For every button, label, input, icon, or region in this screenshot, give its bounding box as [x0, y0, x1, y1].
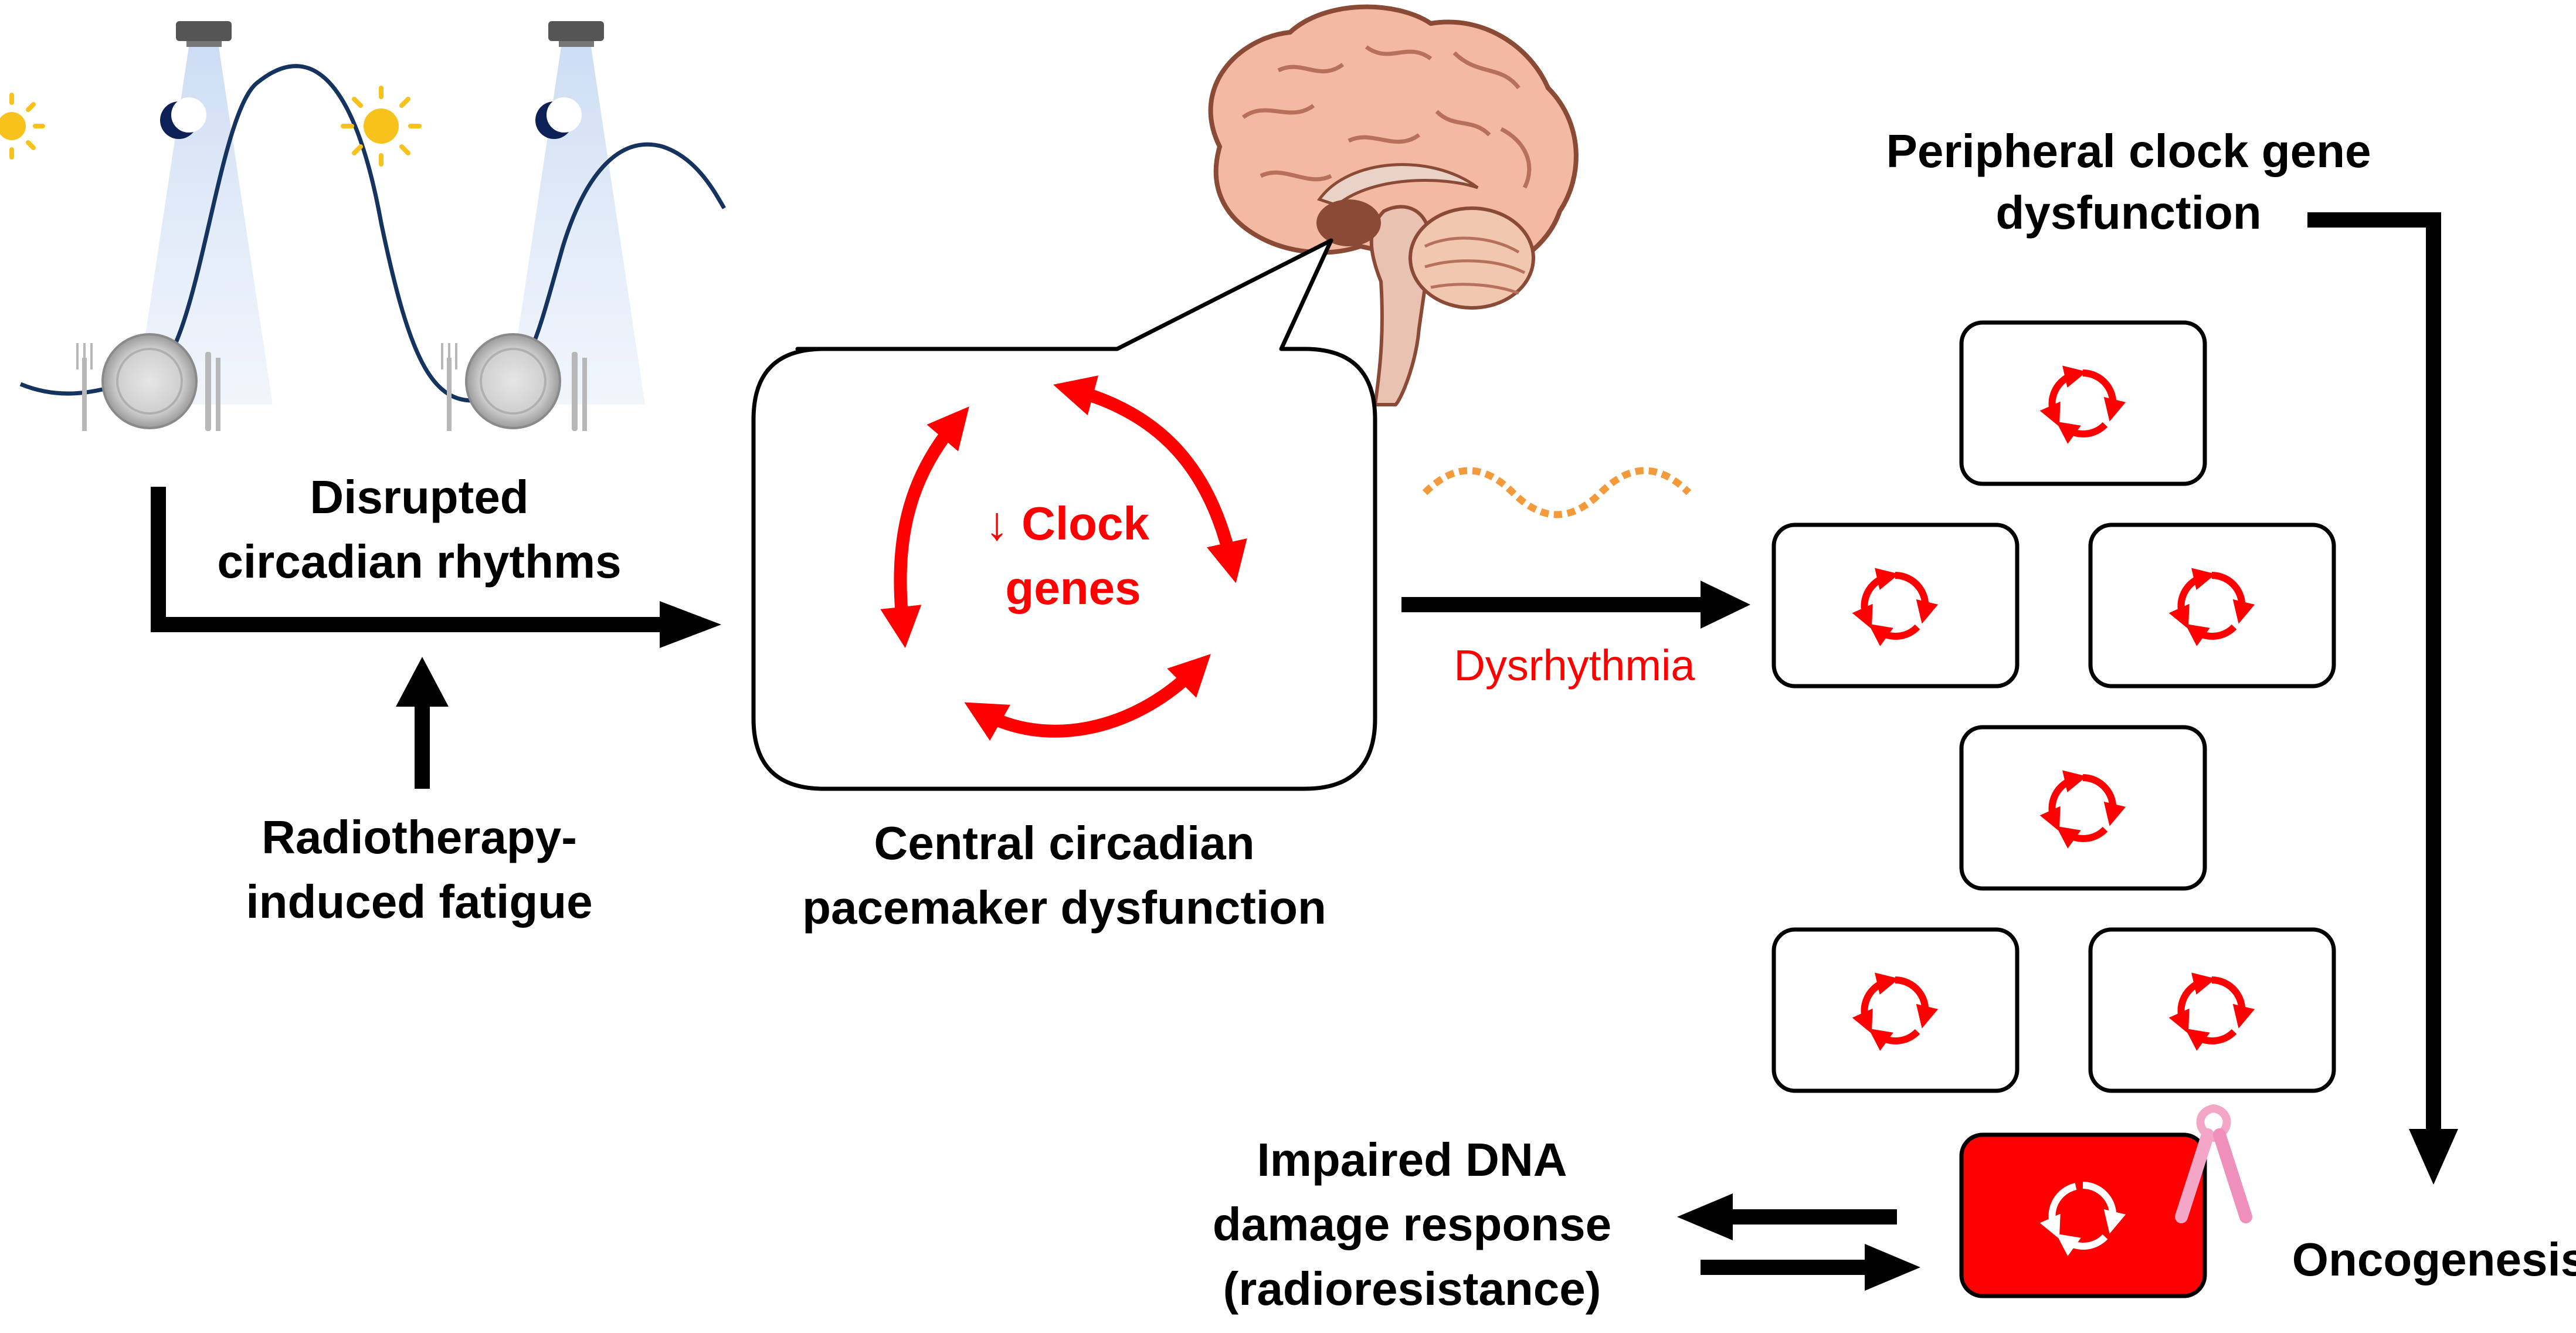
- peripheral-cell: [1959, 320, 2207, 486]
- brain-icon: [1208, 4, 1579, 406]
- central-label-line1: Central circadian: [874, 817, 1254, 869]
- feedback-arrow-left: [1677, 1193, 1897, 1240]
- fatigue-arrow: [396, 657, 449, 789]
- peripheral-cell: [2088, 523, 2336, 688]
- rhythm-illustration: [0, 21, 727, 431]
- lamp-icon: [176, 21, 232, 47]
- disrupted-rhythms-arrow: [151, 487, 721, 648]
- dysrhythmia-wave: [1422, 467, 1692, 518]
- circadian-rhythm-curve: [19, 64, 727, 403]
- cancer-ribbon-icon: [2175, 1104, 2252, 1223]
- peripheral-label-line1: Peripheral clock gene: [1886, 125, 2371, 177]
- dysrhythmia-label: Dysrhythmia: [1454, 641, 1695, 690]
- sun-icon: [341, 86, 422, 167]
- knife-icon: [572, 352, 587, 431]
- clock-gene-cycle-icon: [880, 375, 1247, 741]
- peripheral-cell: [1771, 523, 2020, 688]
- disrupted-label-line1: Disrupted: [310, 471, 528, 523]
- oncogenesis-label: Oncogenesis: [2292, 1233, 2576, 1285]
- peripheral-cell: [1771, 927, 2020, 1093]
- sun-icon: [0, 93, 45, 160]
- knife-icon: [205, 352, 220, 431]
- fork-icon: [76, 343, 93, 431]
- dna-label-line1: Impaired DNA: [1257, 1134, 1567, 1186]
- plate-icon: [465, 333, 561, 429]
- moon-icon: [535, 97, 582, 139]
- peripheral-cell: [2088, 927, 2336, 1093]
- disrupted-label-line2: circadian rhythms: [217, 535, 621, 588]
- dna-label-line3: (radioresistance): [1223, 1263, 1601, 1315]
- fatigue-label-line2: induced fatigue: [246, 876, 592, 928]
- moon-icon: [160, 97, 206, 139]
- central-label-line2: pacemaker dysfunction: [802, 881, 1326, 934]
- peripheral-cell: [1959, 725, 2207, 891]
- lamp-icon: [548, 21, 604, 47]
- clock-genes-label-line2: genes: [1005, 562, 1141, 614]
- dysrhythmia-arrow: [1401, 581, 1750, 629]
- tumor-cell: [1959, 1132, 2207, 1298]
- clock-genes-label-line1: ↓ Clock: [985, 497, 1150, 550]
- feedback-arrow-right: [1701, 1244, 1920, 1291]
- fork-icon: [441, 343, 457, 431]
- fatigue-label-line1: Radiotherapy-: [262, 811, 577, 863]
- dna-label-line2: damage response: [1213, 1198, 1611, 1250]
- light-beam-right: [507, 35, 645, 405]
- light-beam-left: [135, 35, 273, 405]
- plate-icon: [101, 333, 198, 429]
- peripheral-arrow: [2307, 212, 2458, 1185]
- peripheral-label-line2: dysfunction: [1995, 186, 2261, 239]
